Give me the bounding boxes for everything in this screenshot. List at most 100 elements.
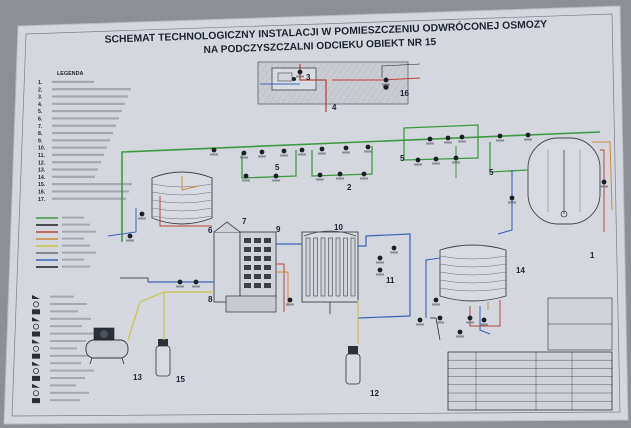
legend-symbol-text (50, 310, 78, 313)
valve-tag (210, 153, 218, 156)
valve-tag (318, 152, 326, 155)
compressor-leg (121, 357, 125, 365)
tank-1-inner (547, 150, 581, 212)
legend-text-line (52, 124, 116, 127)
green-main-header (121, 131, 601, 242)
legend-symbol-row (33, 301, 87, 308)
valve-tag (272, 179, 280, 182)
tank-6-body (151, 171, 213, 225)
tank-band (439, 271, 507, 276)
valve (139, 211, 145, 217)
legend-text-line (52, 110, 122, 113)
legend-symbol-icon (32, 309, 40, 315)
valve-tag (426, 142, 434, 145)
legend-symbol-icon (32, 339, 40, 344)
label-1: 1 (590, 251, 595, 260)
valve (361, 171, 367, 177)
legend-symbol-row (32, 295, 74, 299)
cabinet-module (264, 283, 271, 288)
valve-tag (416, 323, 424, 326)
legend: LEGENDA 1.2.3.4.5.6.7.8.9.10.11.12.13.14… (32, 71, 132, 404)
cabinet-module (264, 265, 271, 270)
tank-band (151, 215, 213, 220)
valve-3 (292, 77, 296, 81)
drawing-sheet (3, 5, 629, 425)
tank-band (439, 255, 507, 260)
cabinet-module (254, 238, 261, 243)
cabinet-module (244, 265, 251, 270)
legend-symbol-row (32, 339, 86, 344)
valve (453, 155, 459, 161)
legend-symbol-icon (32, 295, 40, 299)
legend-symbols (32, 295, 95, 404)
green-bypass (403, 124, 479, 144)
blue-17 (479, 306, 491, 335)
green-bypass-lower (403, 142, 479, 161)
membrane-tube (328, 237, 333, 297)
top-room-note: . (272, 95, 273, 99)
label-7: 7 (242, 217, 247, 226)
valve-tag (296, 75, 304, 78)
legend-symbol-text (50, 377, 85, 379)
valve (317, 172, 323, 178)
legend-text-line (52, 131, 113, 135)
valve-tag (342, 151, 350, 154)
valve (343, 145, 349, 151)
legend-symbol-text (50, 347, 77, 350)
legend-symbol-row (32, 361, 81, 366)
legend-number: 4. (38, 102, 43, 108)
vessel-12-body (345, 353, 361, 385)
red-tank-1 (600, 149, 605, 232)
cabinet-module (244, 238, 251, 243)
valve (273, 173, 279, 179)
valve-tag (390, 251, 398, 254)
vessel-12 (345, 346, 361, 385)
legend-heading: LEGENDA (57, 71, 83, 77)
legend-symbol-icon (32, 317, 40, 322)
blue-tank-6 (107, 208, 137, 237)
legend-symbol-row (33, 367, 94, 374)
tank-band (439, 279, 507, 284)
legend-number: 11. (38, 153, 45, 159)
legend-symbol-row (32, 383, 76, 388)
cabinet-9-modules (244, 238, 271, 288)
label-5-left: 5 (275, 163, 280, 172)
label-9: 9 (276, 225, 281, 234)
valve (287, 297, 293, 303)
valve-tag (432, 303, 440, 306)
rack-manifold (303, 230, 357, 237)
valve-tag (444, 141, 452, 144)
label-5-mid: 5 (400, 154, 405, 163)
valve (467, 315, 473, 321)
legend-text-line (52, 190, 129, 193)
cabinet-module (264, 238, 271, 243)
valve-tag (258, 155, 266, 158)
valve-tag (432, 162, 440, 165)
legend-symbol-row (32, 309, 78, 315)
valve (243, 173, 249, 179)
orange-tank-6 (181, 176, 199, 191)
valve-tag (496, 139, 504, 142)
column-7-top (213, 221, 241, 233)
valve-tag (242, 179, 250, 182)
valve (391, 245, 397, 251)
legend-symbol-text (50, 317, 91, 320)
cabinet-module (264, 274, 271, 279)
label-10: 10 (334, 223, 343, 232)
legend-text-line (52, 153, 104, 156)
sheet-border (11, 13, 621, 417)
valve (365, 144, 371, 150)
cabinet-module (244, 274, 251, 279)
legend-symbol-row (33, 390, 89, 397)
valve-tag (316, 178, 324, 181)
valve (433, 156, 439, 162)
valve-tag (138, 217, 146, 220)
legend-line-text (62, 237, 84, 240)
compressor-13 (85, 327, 129, 365)
cabinet-module (254, 265, 261, 270)
legend-line-text (62, 251, 96, 254)
valve (459, 134, 465, 140)
legend-line-text (62, 258, 84, 261)
red-9-drain (276, 263, 285, 312)
legend-number: 9. (38, 138, 43, 144)
